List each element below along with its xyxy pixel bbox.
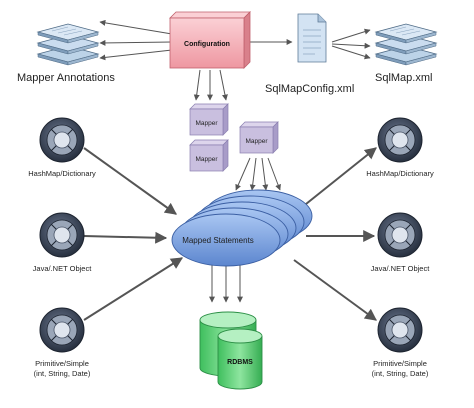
- type-label: Primitive/Simple: [35, 359, 89, 368]
- sqlmapconfig-label: SqlMapConfig.xml: [265, 83, 354, 95]
- configuration-box: Configuration: [169, 11, 251, 69]
- arrow-mapper-to-statements-1: [235, 157, 251, 191]
- configuration-arrows: [99, 19, 371, 303]
- data-type-circle-icon: [39, 212, 85, 258]
- arrow-sqlmapconfig-to-sqlmap-2: [331, 42, 371, 49]
- document-stack-icon: [36, 23, 100, 66]
- database-cylinder-icon: RDBMS: [199, 311, 263, 390]
- arrow-mapper-to-statements-3: [261, 157, 269, 191]
- arrow-config-to-annotations-2: [99, 39, 173, 46]
- mapper-label: Mapper: [245, 138, 268, 145]
- mapper-label: Mapper: [195, 156, 218, 163]
- stack-layer: [374, 23, 438, 44]
- arrow-sqlmapconfig-to-sqlmap-1: [331, 28, 371, 43]
- type-label: Java/.NET Object: [33, 264, 93, 273]
- data-type-circle-icon: [377, 307, 423, 353]
- arrow-input-object: [83, 231, 168, 244]
- data-type-circle-icon: [39, 117, 85, 163]
- document-stack-icon: [374, 23, 438, 66]
- arrow-input-hashmap: [83, 147, 177, 215]
- arrow-input-primitive: [83, 257, 184, 321]
- mapper-label: Mapper: [195, 120, 218, 127]
- sqlmap-label: SqlMap.xml: [375, 72, 432, 84]
- mapper-box: Mapper: [239, 121, 279, 154]
- mapper-annotations-label: Mapper Annotations: [17, 72, 115, 84]
- data-type-circle-icon: [39, 307, 85, 353]
- mapped-statements: Mapped Statements: [171, 189, 313, 267]
- arrow-mapper-to-statements-4: [267, 157, 281, 191]
- flow-arrows: [83, 147, 377, 321]
- arrow-sqlmapconfig-to-sqlmap-3: [331, 45, 371, 60]
- arrow-config-to-mapper-1: [193, 69, 201, 101]
- data-type-circle-icon: [377, 117, 423, 163]
- mapper-box: Mapper: [189, 103, 229, 136]
- xml-document-icon: [297, 13, 327, 63]
- rdbms-label: RDBMS: [227, 359, 253, 366]
- type-label: (int, String, Date): [372, 369, 429, 378]
- mapped-statements-label: Mapped Statements: [182, 236, 254, 245]
- arrow-config-to-annotations-1: [99, 19, 173, 35]
- data-type-circle-icon: [377, 212, 423, 258]
- arrow-config-to-annotations-3: [99, 49, 173, 61]
- mapper-box: Mapper: [189, 139, 229, 172]
- type-label: Java/.NET Object: [371, 264, 431, 273]
- arrow-output-hashmap: [295, 147, 377, 213]
- arrow-mapper-to-statements-2: [249, 157, 257, 191]
- stack-layer: [36, 23, 100, 44]
- arrow-output-primitive: [293, 259, 377, 321]
- type-label: Primitive/Simple: [373, 359, 427, 368]
- type-label: (int, String, Date): [34, 369, 91, 378]
- arrow-config-to-mapper-3: [219, 69, 228, 101]
- type-label: HashMap/Dictionary: [366, 169, 434, 178]
- configuration-label: Configuration: [184, 41, 230, 48]
- type-label: HashMap/Dictionary: [28, 169, 96, 178]
